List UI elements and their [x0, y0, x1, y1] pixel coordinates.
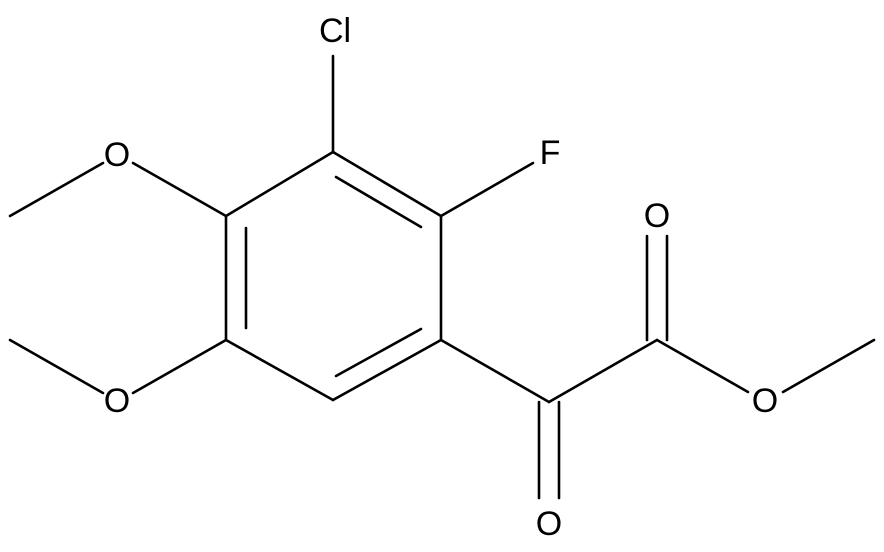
ring-bond-c3-c4	[331, 338, 443, 402]
ring-bond-c1-c2	[331, 150, 443, 218]
bond-c5-o	[131, 338, 228, 395]
ring-bond-c1-c2-inner	[334, 175, 423, 229]
atom-chlorine: Cl	[319, 12, 351, 50]
ring-bond-c4-c5	[224, 338, 335, 402]
atom-oxygen-ester-carbonyl: O	[644, 197, 670, 235]
atom-fluorine: F	[540, 134, 561, 172]
atom-oxygen-ester: O	[752, 382, 778, 420]
bond-o-methyl-bottom	[8, 338, 105, 395]
atom-labels: Cl F O O O O O	[104, 12, 778, 543]
bonds	[8, 54, 876, 500]
atom-oxygen-ketone: O	[536, 505, 562, 543]
bond-c3-cketone	[439, 338, 551, 404]
atom-oxygen-methoxy-top: O	[104, 136, 130, 174]
bond-cketone-cester	[547, 338, 659, 404]
ring-bond-c3-c4-inner	[334, 327, 423, 378]
ring-bond-c6-c1	[224, 150, 335, 218]
bond-o-methyl-top	[8, 161, 105, 218]
bond-o-methyl-ester	[781, 338, 876, 394]
bond-c2-f	[439, 161, 535, 218]
bond-c6-o	[131, 161, 228, 218]
atom-oxygen-methoxy-bottom: O	[104, 382, 130, 420]
bond-cester-o	[655, 338, 750, 394]
